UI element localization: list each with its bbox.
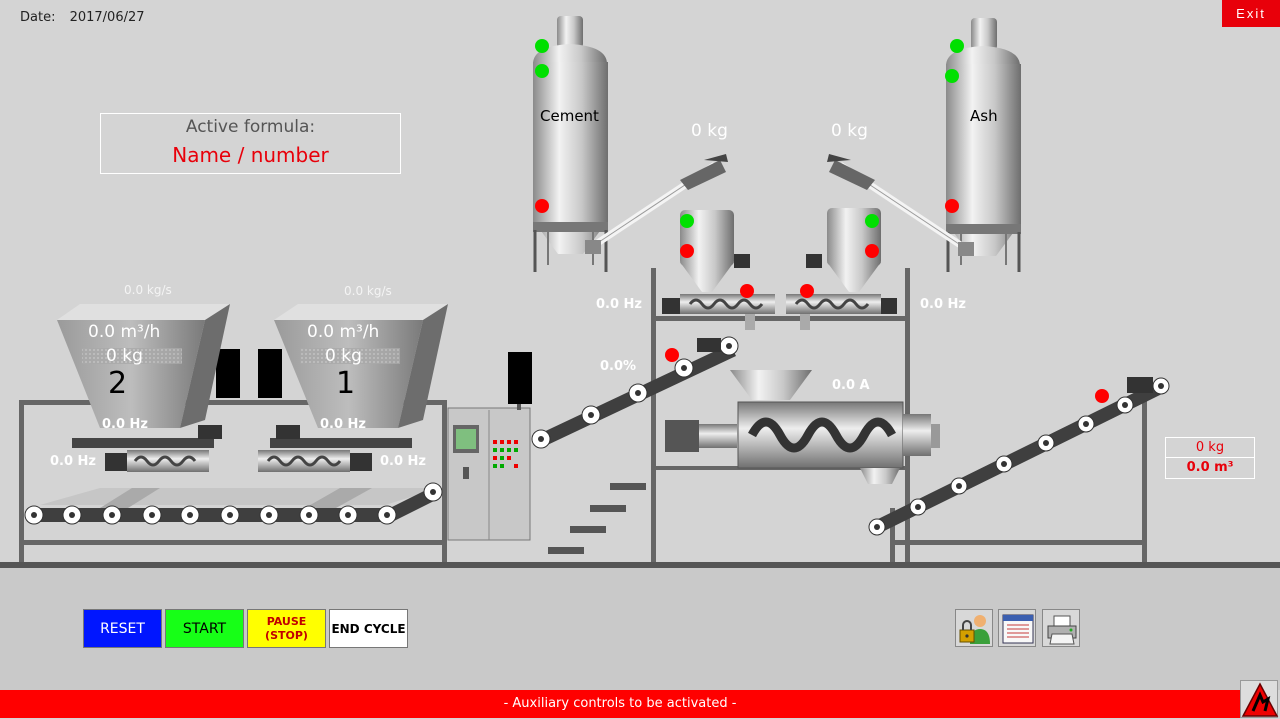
floor-line: [0, 562, 1280, 568]
exit-button[interactable]: Exit: [1222, 0, 1280, 27]
hopper-2-volume-rate: 0.0 m³/h: [88, 322, 161, 342]
cement-lamp-2: [535, 64, 549, 78]
hopper-1-volume-rate: 0.0 m³/h: [307, 322, 380, 342]
ash-lamp-3: [945, 199, 959, 213]
aggregate-hopper-2-graphic: [57, 304, 230, 448]
status-bar: - Auxiliary controls to be activated -: [0, 690, 1240, 718]
hopper-right-lamp-2: [865, 244, 879, 258]
output-conveyor-lamp: [1095, 389, 1109, 403]
pause-stop-button[interactable]: PAUSE(STOP): [247, 609, 326, 648]
printer-icon: [1047, 615, 1077, 645]
user-login-button[interactable]: [955, 609, 993, 647]
pause-label: PAUSE: [266, 614, 307, 628]
user-lock-icon: [959, 615, 990, 644]
screw-right-freq: 0.0 Hz: [920, 297, 967, 312]
hopper-2-belt-freq: 0.0 Hz: [102, 417, 149, 432]
control-cabinet-graphic: [447, 352, 532, 541]
output-weight: 0 kg: [1195, 440, 1225, 455]
silo-cement-label: Cement: [540, 107, 599, 125]
silo-cement-graphic: [533, 16, 728, 272]
hopper-2-flow-rate: 0.0 kg/s: [124, 283, 172, 297]
upper-screw-right: [786, 294, 897, 330]
ash-lamp-2: [945, 69, 959, 83]
hopper-1-weight: 0 kg: [325, 346, 362, 366]
incline-conveyor-lamp: [665, 348, 679, 362]
aggregate-hopper-1-graphic: [270, 304, 448, 448]
reset-button[interactable]: RESET: [83, 609, 162, 648]
stairs: [548, 483, 646, 554]
hopper-1-screw-freq: 0.0 Hz: [380, 454, 427, 469]
weigh-hopper-left-weight: 0 kg: [691, 121, 728, 141]
cement-lamp-1: [535, 39, 549, 53]
weigh-hopper-right-weight: 0 kg: [831, 121, 868, 141]
mixer-graphic: [665, 370, 940, 484]
stop-label: (STOP): [265, 628, 308, 642]
window-icon: [1002, 614, 1034, 644]
screw-left-freq: 0.0 Hz: [596, 297, 643, 312]
hopper-1-number: 1: [336, 366, 356, 401]
silo-ash-graphic: [827, 18, 1021, 272]
alarm-warning-icon: [1241, 682, 1279, 717]
lower-screw-1: [258, 450, 372, 472]
lower-screw-2: [105, 450, 209, 472]
date-value: 2017/06/27: [69, 10, 145, 25]
end-cycle-button[interactable]: END CYCLE: [329, 609, 408, 648]
active-formula-panel: Active formula: Name / number: [100, 113, 401, 174]
output-volume: 0.0 m³: [1166, 457, 1254, 477]
active-formula-value[interactable]: Name / number: [172, 143, 329, 167]
date-label: Date:: [20, 10, 56, 25]
upper-screw-left: [662, 294, 775, 330]
hopper-left-lamp-1: [680, 214, 694, 228]
silo-ash-label: Ash: [970, 107, 998, 125]
cement-lamp-3: [535, 199, 549, 213]
separator-left: [216, 349, 240, 398]
incline-conveyor-graphic: [531, 336, 739, 449]
hopper-2-screw-freq: 0.0 Hz: [50, 454, 97, 469]
status-lamps: [535, 39, 1109, 403]
hopper-right-lamp-1: [865, 214, 879, 228]
incline-conveyor-percent: 0.0%: [600, 359, 637, 374]
output-conveyor-graphic: [868, 377, 1170, 562]
alarm-button[interactable]: [1240, 680, 1279, 718]
aggregate-frame: [19, 400, 447, 562]
hopper-left-lamp-2: [680, 244, 694, 258]
active-formula-title: Active formula:: [185, 117, 316, 137]
ash-lamp-1: [950, 39, 964, 53]
output-readout: 0 kg 0.0 m³: [1165, 437, 1255, 479]
hopper-2-weight: 0 kg: [106, 346, 143, 366]
screw-left-lamp: [740, 284, 754, 298]
hopper-1-belt-freq: 0.0 Hz: [320, 417, 367, 432]
main-belt-conveyor-graphic: [24, 482, 443, 525]
hopper-1-flow-rate: 0.0 kg/s: [344, 284, 392, 298]
mixer-current: 0.0 A: [832, 378, 870, 393]
hopper-2-number: 2: [108, 366, 128, 401]
date-display: Date: 2017/06/27: [20, 10, 155, 25]
window-view-button[interactable]: [998, 609, 1036, 647]
start-button[interactable]: START: [165, 609, 244, 648]
separator-right: [258, 349, 282, 398]
screw-right-lamp: [800, 284, 814, 298]
print-button[interactable]: [1042, 609, 1080, 647]
